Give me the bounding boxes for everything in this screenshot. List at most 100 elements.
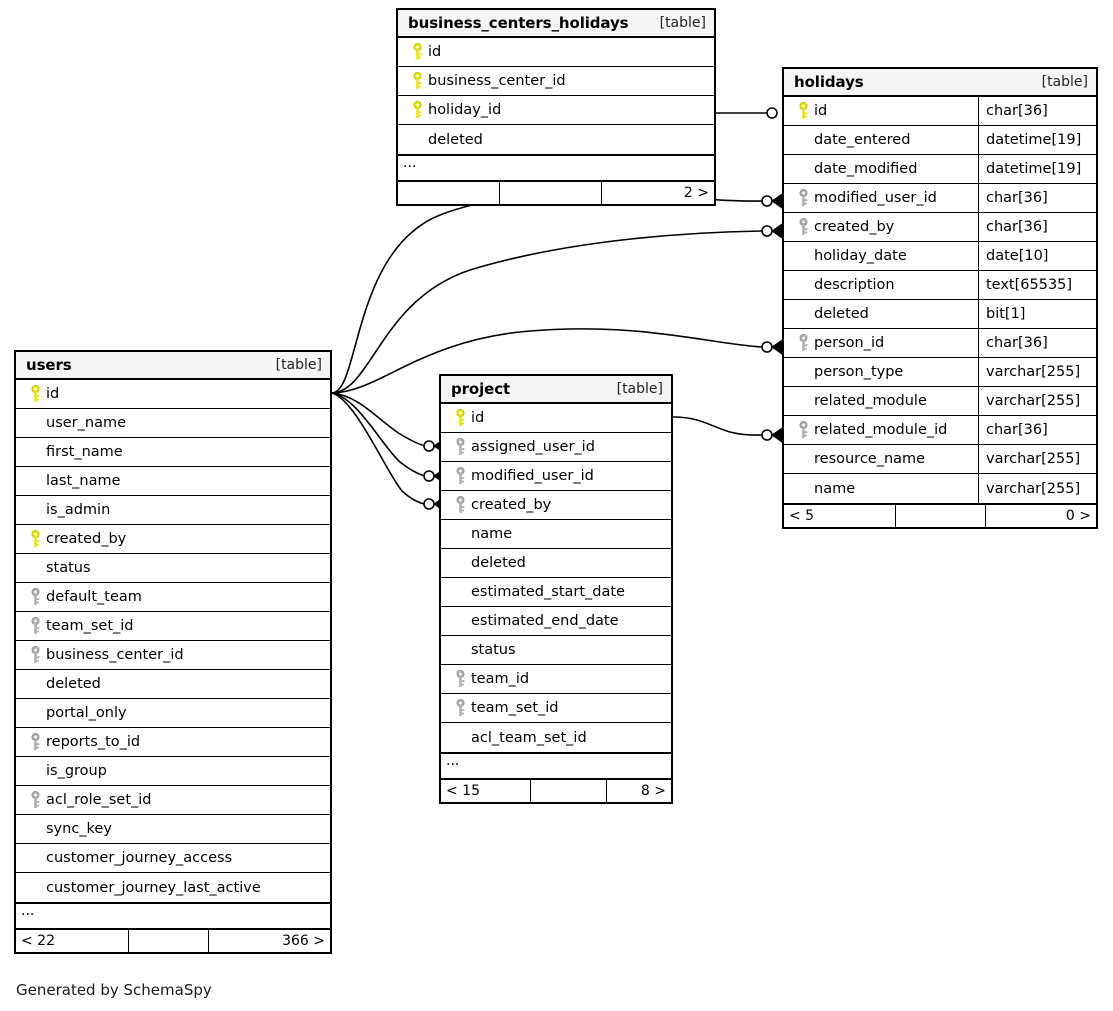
column-row[interactable]: status [441,636,671,665]
column-type-cell: char[36] [978,213,1096,241]
column-row[interactable]: estimated_start_date [441,578,671,607]
column-name-text: id [428,44,442,60]
relationship-bch-holiday-id [716,107,778,119]
column-row[interactable]: is_admin [16,496,330,525]
column-row[interactable]: created_by char[36] [784,213,1096,242]
column-name-cell: status [16,554,330,582]
column-row[interactable]: acl_team_set_id [441,723,671,752]
relationship-project-id-to-holidays-related-module-id [672,416,783,443]
footer-next-count[interactable]: 2 > [683,185,709,201]
column-name-text: deleted [814,306,869,322]
column-row[interactable]: acl_role_set_id [16,786,330,815]
column-row[interactable]: created_by [16,525,330,554]
column-row[interactable]: portal_only [16,699,330,728]
column-row[interactable]: holiday_id [398,96,714,125]
column-row[interactable]: id [441,404,671,433]
column-name-text: last_name [46,473,121,489]
column-name-cell: person_id [784,329,978,357]
column-row[interactable]: name [441,520,671,549]
column-row[interactable]: deleted [441,549,671,578]
column-row[interactable]: user_name [16,409,330,438]
column-name-cell: created_by [784,213,978,241]
column-name-text: created_by [814,219,895,235]
column-name-text: reports_to_id [46,734,141,750]
column-name-cell: description [784,271,978,299]
column-row[interactable]: customer_journey_access [16,844,330,873]
column-row[interactable]: created_by [441,491,671,520]
column-row[interactable]: id [398,38,714,67]
column-name-text: related_module [814,393,927,409]
column-row[interactable]: first_name [16,438,330,467]
column-name-cell: name [784,474,978,503]
table-kind-label: [table] [616,381,663,397]
column-row[interactable]: business_center_id [398,67,714,96]
column-name-cell: business_center_id [16,641,330,669]
footer-prev-count[interactable]: < 5 [784,505,896,527]
column-name-cell: created_by [16,525,330,553]
foreign-key-icon [24,617,46,635]
column-row[interactable]: status [16,554,330,583]
column-row[interactable]: is_group [16,757,330,786]
cardinality-zero-or-one-icon [423,440,435,452]
footer-prev-count[interactable]: < 15 [441,780,531,802]
foreign-key-icon [24,646,46,664]
column-name-cell: team_id [441,665,671,693]
relationship-line [331,230,763,394]
column-row[interactable]: team_set_id [441,694,671,723]
column-row[interactable]: business_center_id [16,641,330,670]
column-row[interactable]: reports_to_id [16,728,330,757]
column-row[interactable]: default_team [16,583,330,612]
table-title: project [451,380,511,398]
column-name-cell: first_name [16,438,330,466]
column-name-text: status [46,560,91,576]
column-name-text: status [471,642,516,658]
foreign-key-icon [24,733,46,751]
column-row[interactable]: assigned_user_id [441,433,671,462]
crowsfoot-arrow-icon [771,193,783,209]
column-name-cell: id [441,404,671,432]
column-row[interactable]: deleted [16,670,330,699]
foreign-key-icon [449,496,471,514]
column-name-text: name [814,480,856,497]
footer-next-count[interactable]: 0 > [1065,508,1091,524]
column-name-cell: person_type [784,358,978,386]
column-name-text: sync_key [46,821,112,837]
column-row[interactable]: customer_journey_last_active [16,873,330,902]
column-row[interactable]: team_id [441,665,671,694]
column-row[interactable]: deleted [398,125,714,154]
foreign-key-icon [792,189,814,207]
column-row[interactable]: estimated_end_date [441,607,671,636]
column-row[interactable]: team_set_id [16,612,330,641]
column-name-text: related_module_id [814,422,948,438]
footer-prev-count[interactable] [398,182,500,204]
column-name-text: person_type [814,364,904,380]
footer-next-count[interactable]: 8 > [640,783,666,799]
column-row[interactable]: sync_key [16,815,330,844]
column-row[interactable]: last_name [16,467,330,496]
column-name-text: estimated_end_date [471,613,619,629]
column-row[interactable]: modified_user_id [441,462,671,491]
footer-prev-count[interactable]: < 22 [16,930,129,952]
foreign-key-icon [449,699,471,717]
column-name-text: id [814,103,828,119]
footer-next-count[interactable]: 366 > [282,933,325,949]
column-row[interactable]: id [16,380,330,409]
